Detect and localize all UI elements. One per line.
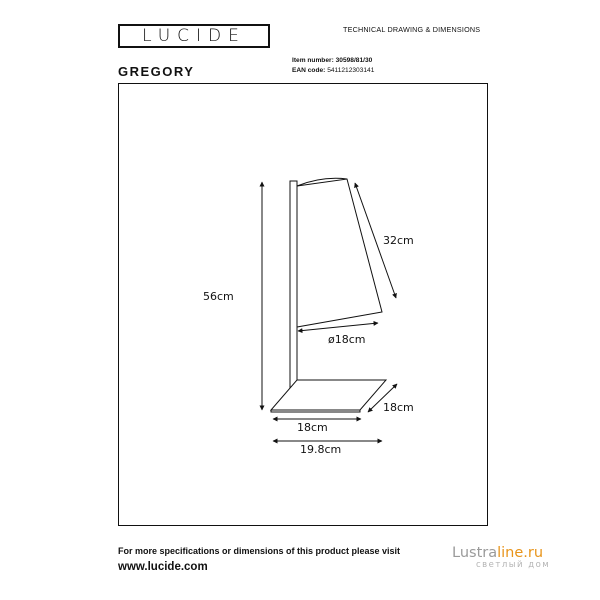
item-number-row: Item number: 30598/81/30 — [292, 57, 372, 64]
lucide-logo: LUCIDE — [118, 24, 270, 48]
ean-code-value: 5411212303141 — [327, 67, 375, 74]
ean-code-row: EAN code: 5411212303141 — [292, 67, 374, 74]
watermark-part2: line.ru — [497, 545, 544, 561]
watermark-subtitle: светлый дом — [476, 560, 551, 570]
lamp-shade-top — [296, 177, 348, 187]
lustraline-watermark: Lustraline.ru светлый дом — [452, 545, 582, 570]
footer-note: For more specifications or dimensions of… — [118, 546, 401, 556]
header-caption: TECHNICAL DRAWING & DIMENSIONS — [343, 25, 481, 34]
lamp-base-edge — [270, 410, 361, 413]
drawing-frame — [118, 83, 488, 526]
dimension-line-shade — [354, 182, 397, 299]
dimension-line-diameter — [297, 320, 379, 334]
lamp-pole — [289, 180, 298, 411]
label-base-width: 18cm — [297, 421, 328, 434]
label-shade-diameter: ø18cm — [328, 333, 366, 346]
label-overall-width: 19.8cm — [300, 443, 341, 456]
label-shade-length: 32cm — [383, 234, 414, 247]
lamp-shade — [296, 178, 383, 328]
dimension-line-base-depth — [367, 383, 398, 413]
lamp-base — [269, 379, 388, 411]
product-name: GREGORY — [118, 64, 195, 79]
item-number-label: Item number: — [292, 57, 334, 64]
ean-code-label: EAN code: — [292, 67, 326, 74]
footer-website-link[interactable]: www.lucide.com — [118, 561, 208, 573]
label-total-height: 56cm — [203, 290, 234, 303]
label-base-depth: 18cm — [383, 401, 414, 414]
watermark-part1: Lustra — [452, 545, 498, 561]
item-number-value: 30598/81/30 — [335, 57, 373, 64]
